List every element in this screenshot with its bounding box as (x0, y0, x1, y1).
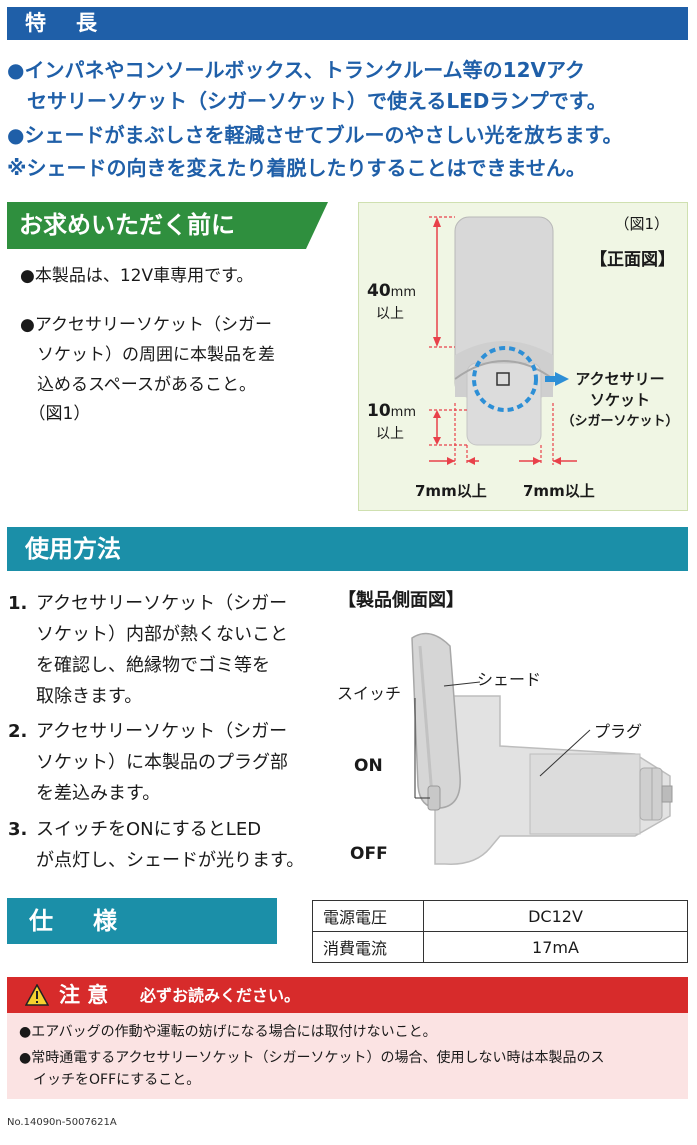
shade-highlight (418, 645, 434, 797)
bottom-unit: mm (390, 405, 416, 420)
step-3-line-1: スイッチをONにするとLED (36, 819, 262, 840)
spec-row-current: 消費電流 17mA (312, 931, 688, 963)
step-3-line-2: が点灯し、シェードが光ります。 (36, 850, 305, 871)
socket-label-line-1: アクセサリー (575, 370, 665, 388)
spec-value-voltage: DC12V (423, 900, 688, 932)
step-1-number: 1. (8, 593, 28, 614)
switch-label: スイッチ (337, 684, 402, 703)
requirement-12v: ●本製品は、12V車専用です。 (20, 266, 254, 286)
front-view-diagram (429, 216, 577, 465)
spec-row-voltage: 電源電圧 DC12V (312, 900, 688, 932)
plug-leader-line (539, 729, 591, 777)
caution-subtitle: 必ずお読みください。 (140, 986, 301, 1005)
step-2-line-2: ソケット）に本製品のプラグ部 (36, 752, 288, 773)
warning-icon (25, 984, 49, 1006)
side-dimension-right-label: 7mm以上 (523, 482, 595, 500)
side-arrow-3 (533, 457, 541, 465)
socket-label-line-3: （シガーソケット） (561, 414, 679, 429)
caution-title: 注 意 (59, 983, 109, 1007)
height-dimension-label: 40mm 以上 (367, 281, 416, 324)
step-1-line-2: ソケット）内部が熱くないこと (36, 624, 288, 645)
socket-label: アクセサリー ソケット （シガーソケット） (555, 369, 685, 432)
requirement-space-line-2: ソケット）の周囲に本製品を差 (20, 345, 275, 365)
side-arrow-4 (553, 457, 561, 465)
step-1-line-4: 取除きます。 (36, 686, 143, 707)
shade-curve (454, 360, 554, 380)
caution-header: 注 意 必ずお読みください。 (7, 977, 688, 1013)
figure-1-front-view: （図1） 【正面図】 40mm 以上 10mm 以上 7mm以上 7mm以上 ア… (358, 202, 688, 511)
feature-line-2: セサリーソケット（シガーソケット）で使えるLEDランプです。 (7, 89, 607, 113)
step-2-number: 2. (8, 721, 28, 742)
side-dimension-left-label: 7mm以上 (415, 482, 487, 500)
caution-line-3: イッチをOFFにすること。 (19, 1072, 201, 1088)
height-suffix: 以上 (376, 306, 404, 322)
specs-table: 電源電圧 DC12V 消費電流 17mA (312, 900, 688, 963)
shade-label: シェード (477, 670, 542, 689)
bottom-arrow-up (433, 410, 441, 418)
height-unit: mm (390, 285, 416, 300)
plug-contact (661, 785, 673, 803)
socket-label-line-2: ソケット (589, 391, 650, 409)
shade-side (411, 632, 461, 809)
spec-value-current: 17mA (423, 931, 688, 963)
off-label: OFF (350, 844, 388, 864)
requirement-space-line-3: 込めるスペースがあること。 (20, 375, 256, 395)
feature-line-1: ●インパネやコンソールボックス、トランクルーム等の12Vアク (7, 58, 585, 82)
usage-header: 使用方法 (7, 527, 688, 571)
requirement-space-line-4: （図1） (20, 404, 91, 424)
before-purchase-panel (7, 202, 347, 511)
usage-step-2: 2. アクセサリーソケット（シガー ソケット）に本製品のプラグ部 を差込みます。 (8, 716, 288, 809)
height-arrow-up (433, 217, 441, 227)
step-1-line-1: アクセサリーソケット（シガー (36, 593, 288, 614)
bottom-dimension-label: 10mm 以上 (367, 401, 416, 444)
side-view-diagram (411, 632, 673, 865)
caution-line-1: ●エアバッグの作動や運転の妨げになる場合には取付けないこと。 (19, 1024, 437, 1040)
on-label: ON (354, 756, 383, 776)
feature-line-3: ●シェードがまぶしさを軽減させてブルーのやさしい光を放ちます。 (7, 123, 623, 147)
spec-label-current: 消費電流 (312, 931, 424, 963)
plug-tip (639, 767, 663, 821)
bottom-dimension (429, 409, 467, 446)
socket-arrow-icon (545, 372, 569, 386)
requirement-space-line-1: ●アクセサリーソケット（シガー (20, 315, 272, 335)
side-arrow-1 (447, 457, 455, 465)
figure-number: （図1） (614, 215, 669, 233)
usage-step-3: 3. スイッチをONにするとLED が点灯し、シェードが光ります。 (8, 814, 304, 876)
socket-outline (472, 346, 538, 412)
switch-square (496, 372, 510, 386)
caution-line-2: ●常時通電するアクセサリーソケット（シガーソケット）の場合、使用しない時は本製品… (19, 1050, 605, 1066)
height-dimension (429, 216, 455, 348)
bottom-arrow-down (433, 437, 441, 445)
bottom-suffix: 以上 (376, 426, 404, 442)
step-3-number: 3. (8, 819, 28, 840)
step-2-line-1: アクセサリーソケット（シガー (36, 721, 288, 742)
caution-body: ●エアバッグの作動や運転の妨げになる場合には取付けないこと。 ●常時通電するアク… (7, 1013, 688, 1099)
side-view-title: 【製品側面図】 (338, 590, 464, 611)
step-1-line-3: を確認し、絶縁物でゴミ等を (36, 655, 270, 676)
before-purchase-header: お求めいただく前に (7, 202, 328, 249)
bottom-value: 10 (367, 401, 391, 421)
height-arrow-down (433, 337, 441, 347)
features-header: 特長 (7, 7, 688, 40)
step-2-line-3: を差込みます。 (36, 783, 161, 804)
spec-label-voltage: 電源電圧 (312, 900, 424, 932)
specs-header: 仕様 (7, 898, 277, 944)
plug-label: プラグ (594, 722, 643, 741)
front-view-label: 【正面図】 (590, 250, 675, 270)
product-plug (466, 362, 542, 446)
usage-step-1: 1. アクセサリーソケット（シガー ソケット）内部が熱くないこと を確認し、絶縁… (8, 588, 288, 712)
side-arrow-2 (467, 457, 475, 465)
feature-note: ※シェードの向きを変えたり着脱したりすることはできません。 (7, 156, 586, 180)
shade-leader-line (443, 681, 481, 687)
height-value: 40 (367, 281, 391, 301)
product-number: No.14090n-5007621A (7, 1117, 117, 1128)
plug-body (529, 753, 641, 835)
